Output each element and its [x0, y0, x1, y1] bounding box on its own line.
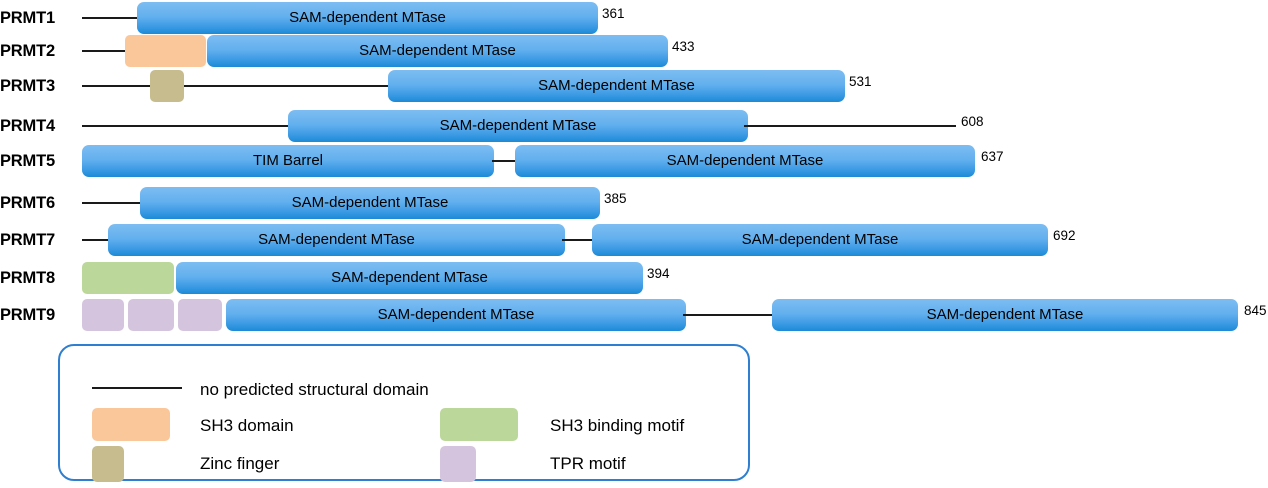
- protein-name-label: PRMT4: [0, 117, 55, 135]
- domain-label: SAM-dependent MTase: [289, 9, 446, 26]
- domain-label: SAM-dependent MTase: [291, 194, 449, 211]
- legend-sh3-swatch: [92, 408, 170, 441]
- protein-length-label: 433: [672, 39, 695, 54]
- protein-name-label: PRMT8: [0, 269, 55, 287]
- protein-row: PRMT5 TIM Barrel SAM-dependent MTase 637: [0, 143, 1268, 179]
- protein-row: PRMT6 SAM-dependent MTase 385: [0, 185, 1268, 221]
- tpr-motif-block: [128, 299, 174, 331]
- tpr-motif-block: [82, 299, 124, 331]
- domain-label: SAM-dependent MTase: [331, 269, 488, 286]
- sh3-binding-motif-block: [82, 262, 174, 294]
- protein-length-label: 361: [602, 6, 625, 21]
- sam-dependent-mtase-domain: SAM-dependent MTase: [140, 187, 600, 219]
- protein-length-label: 394: [647, 266, 670, 281]
- sam-dependent-mtase-domain: SAM-dependent MTase: [592, 224, 1048, 256]
- domain-label: SAM-dependent MTase: [538, 77, 695, 94]
- protein-length-label: 845: [1244, 303, 1267, 318]
- domain-label: TIM Barrel: [252, 152, 323, 169]
- protein-name-label: PRMT5: [0, 152, 55, 170]
- legend-zinc-finger-swatch: [92, 446, 124, 482]
- legend-label: no predicted structural domain: [200, 380, 429, 399]
- no-domain-connector-line: [82, 85, 390, 87]
- sam-dependent-mtase-domain: SAM-dependent MTase: [772, 299, 1238, 331]
- legend-tpr-swatch: [440, 446, 476, 482]
- domain-label: SAM-dependent MTase: [741, 231, 899, 248]
- sam-dependent-mtase-domain: SAM-dependent MTase: [226, 299, 686, 331]
- protein-name-label: PRMT2: [0, 42, 55, 60]
- tpr-motif-block: [178, 299, 222, 331]
- no-domain-connector-line: [562, 239, 594, 241]
- no-domain-connector-line: [683, 314, 775, 316]
- no-domain-connector-line: [82, 17, 140, 19]
- protein-row: PRMT8 SAM-dependent MTase 394: [0, 260, 1268, 296]
- protein-row: PRMT2 SAM-dependent MTase 433: [0, 33, 1268, 69]
- legend-sh3-binding-swatch: [440, 408, 518, 441]
- protein-row: PRMT4 SAM-dependent MTase 608: [0, 108, 1268, 144]
- legend-label: SH3 domain: [200, 416, 294, 435]
- protein-row: PRMT3 SAM-dependent MTase 531: [0, 68, 1268, 104]
- legend-line-marker: [92, 387, 182, 389]
- no-domain-connector-line: [82, 50, 128, 52]
- no-domain-connector-line: [82, 239, 110, 241]
- legend-label: SH3 binding motif: [550, 416, 685, 435]
- protein-length-label: 531: [849, 74, 872, 89]
- protein-name-label: PRMT3: [0, 77, 55, 95]
- protein-row: PRMT7 SAM-dependent MTase SAM-dependent MT…: [0, 222, 1268, 258]
- sam-dependent-mtase-domain: SAM-dependent MTase: [288, 110, 748, 142]
- sam-dependent-mtase-domain: SAM-dependent MTase: [137, 2, 598, 34]
- domain-label: SAM-dependent MTase: [439, 117, 597, 134]
- sh3-domain-block: [125, 35, 206, 67]
- sam-dependent-mtase-domain: SAM-dependent MTase: [388, 70, 845, 102]
- no-domain-connector-line: [82, 125, 292, 127]
- sam-dependent-mtase-domain: TIM Barrel: [82, 145, 494, 177]
- domain-label: SAM-dependent MTase: [359, 42, 516, 59]
- domain-label: SAM-dependent MTase: [666, 152, 824, 169]
- protein-name-label: PRMT1: [0, 9, 55, 27]
- domain-label: SAM-dependent MTase: [926, 306, 1084, 323]
- legend-label: TPR motif: [550, 454, 626, 473]
- no-domain-connector-line: [744, 125, 956, 127]
- no-domain-connector-line: [82, 202, 142, 204]
- sam-dependent-mtase-domain: SAM-dependent MTase: [108, 224, 565, 256]
- domain-label: SAM-dependent MTase: [258, 231, 415, 248]
- sam-dependent-mtase-domain: SAM-dependent MTase: [515, 145, 975, 177]
- protein-name-label: PRMT6: [0, 194, 55, 212]
- protein-length-label: 385: [604, 191, 627, 206]
- sam-dependent-mtase-domain: SAM-dependent MTase: [207, 35, 668, 67]
- protein-name-label: PRMT7: [0, 231, 55, 249]
- protein-row: PRMT1 SAM-dependent MTase 361: [0, 0, 1268, 36]
- protein-length-label: 608: [961, 114, 984, 129]
- no-domain-connector-line: [492, 160, 518, 162]
- protein-length-label: 637: [981, 149, 1004, 164]
- protein-row: PRMT9 SAM-dependent MTase SAM-dependent MT…: [0, 297, 1268, 333]
- sam-dependent-mtase-domain: SAM-dependent MTase: [176, 262, 643, 294]
- zinc-finger-block: [150, 70, 184, 102]
- legend-label: Zinc finger: [200, 454, 280, 473]
- protein-length-label: 692: [1053, 228, 1076, 243]
- protein-name-label: PRMT9: [0, 306, 55, 324]
- domain-label: SAM-dependent MTase: [377, 306, 535, 323]
